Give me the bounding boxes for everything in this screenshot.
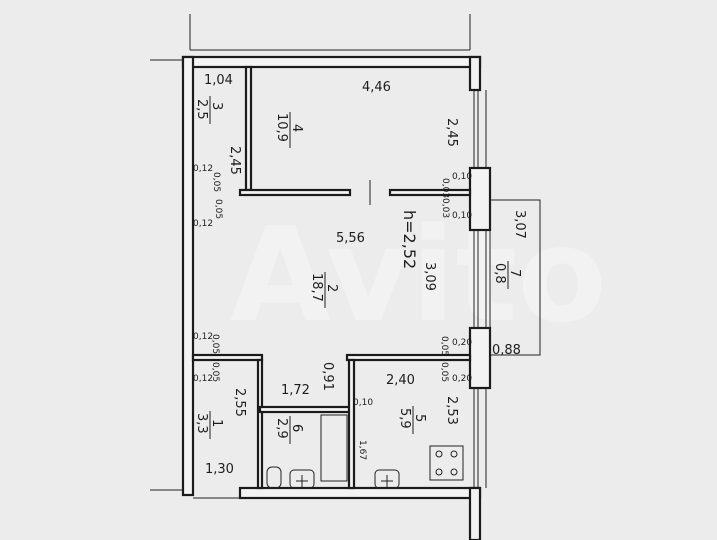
svg-text:5,9: 5,9 xyxy=(397,408,412,429)
svg-text:3,3: 3,3 xyxy=(194,413,209,434)
svg-text:10,9: 10,9 xyxy=(274,113,289,142)
dim-kitchen-width: 2,40 xyxy=(386,373,415,388)
outer-walls xyxy=(150,14,492,540)
svg-text:4: 4 xyxy=(289,124,304,132)
dim-room4-width: 4,46 xyxy=(362,80,391,95)
svg-text:0,12: 0,12 xyxy=(193,219,213,229)
toilet xyxy=(266,466,282,489)
svg-text:2,9: 2,9 xyxy=(274,418,289,439)
ceiling-height: h=2,52 xyxy=(400,210,419,269)
room-1-label: 13,3 xyxy=(194,411,224,439)
svg-text:0,05: 0,05 xyxy=(210,334,220,354)
small-dimensions: 0,12 0,05 0,05 0,12 0,10 0,03 0,03 0,10 … xyxy=(193,164,472,384)
svg-text:7: 7 xyxy=(507,269,522,277)
svg-text:0,12: 0,12 xyxy=(193,332,213,342)
room-6-label: 62,9 xyxy=(274,416,304,444)
watermark-logo: Avito xyxy=(230,199,607,351)
dim-bath-depth: 1,67 xyxy=(357,440,367,460)
svg-text:0,03: 0,03 xyxy=(440,178,450,198)
svg-text:0,05: 0,05 xyxy=(439,362,449,382)
dim-entry-width: 1,30 xyxy=(205,462,234,477)
svg-text:1: 1 xyxy=(209,419,224,427)
svg-text:3: 3 xyxy=(209,102,224,110)
room-5-label: 55,9 xyxy=(397,406,427,434)
room-3-label: 32,5 xyxy=(194,96,224,124)
bathtub xyxy=(320,414,348,482)
svg-text:0,05: 0,05 xyxy=(213,199,223,219)
svg-text:0,10: 0,10 xyxy=(452,172,472,182)
dim-kitchen-depth: 2,53 xyxy=(444,396,459,425)
balcony xyxy=(489,199,541,356)
dim-room4-depth: 2,45 xyxy=(444,118,459,147)
dim-balcony-length: 3,07 xyxy=(512,210,527,239)
svg-text:0,20: 0,20 xyxy=(452,338,472,348)
svg-text:2: 2 xyxy=(324,284,339,292)
svg-text:0,03: 0,03 xyxy=(440,198,450,218)
dim-balcony-width: 0,88 xyxy=(492,343,521,358)
svg-text:0,10: 0,10 xyxy=(452,211,472,221)
dim-hall-depth: 2,55 xyxy=(232,388,247,417)
bathroom-sink xyxy=(289,469,315,489)
svg-text:5: 5 xyxy=(412,414,427,422)
dim-room3-depth: 2,45 xyxy=(227,146,242,175)
svg-text:0,20: 0,20 xyxy=(452,374,472,384)
room-7-label: 70,8 xyxy=(492,261,522,289)
room-2-label: 218,7 xyxy=(309,272,339,308)
dim-room2-width: 5,56 xyxy=(336,231,365,246)
svg-text:0,12: 0,12 xyxy=(193,374,213,384)
svg-text:0,8: 0,8 xyxy=(492,263,507,284)
svg-text:0,05: 0,05 xyxy=(439,336,449,356)
dim-bath-wall: 0,10 xyxy=(353,398,373,408)
dim-room2-depth: 3,09 xyxy=(422,262,437,291)
kitchen-sink xyxy=(374,469,400,489)
svg-text:18,7: 18,7 xyxy=(309,273,324,302)
svg-text:0,05: 0,05 xyxy=(210,362,220,382)
dim-hall-width: 1,72 xyxy=(281,383,310,398)
interior-walls xyxy=(191,65,472,490)
svg-text:0,05: 0,05 xyxy=(211,172,221,192)
dim-door-width: 0,91 xyxy=(320,362,335,391)
svg-text:0,12: 0,12 xyxy=(193,164,213,174)
stove xyxy=(429,445,464,481)
room-4-label: 410,9 xyxy=(274,112,304,148)
dim-room3-width: 1,04 xyxy=(204,73,233,88)
svg-text:6: 6 xyxy=(289,424,304,432)
svg-text:2,5: 2,5 xyxy=(194,99,209,120)
